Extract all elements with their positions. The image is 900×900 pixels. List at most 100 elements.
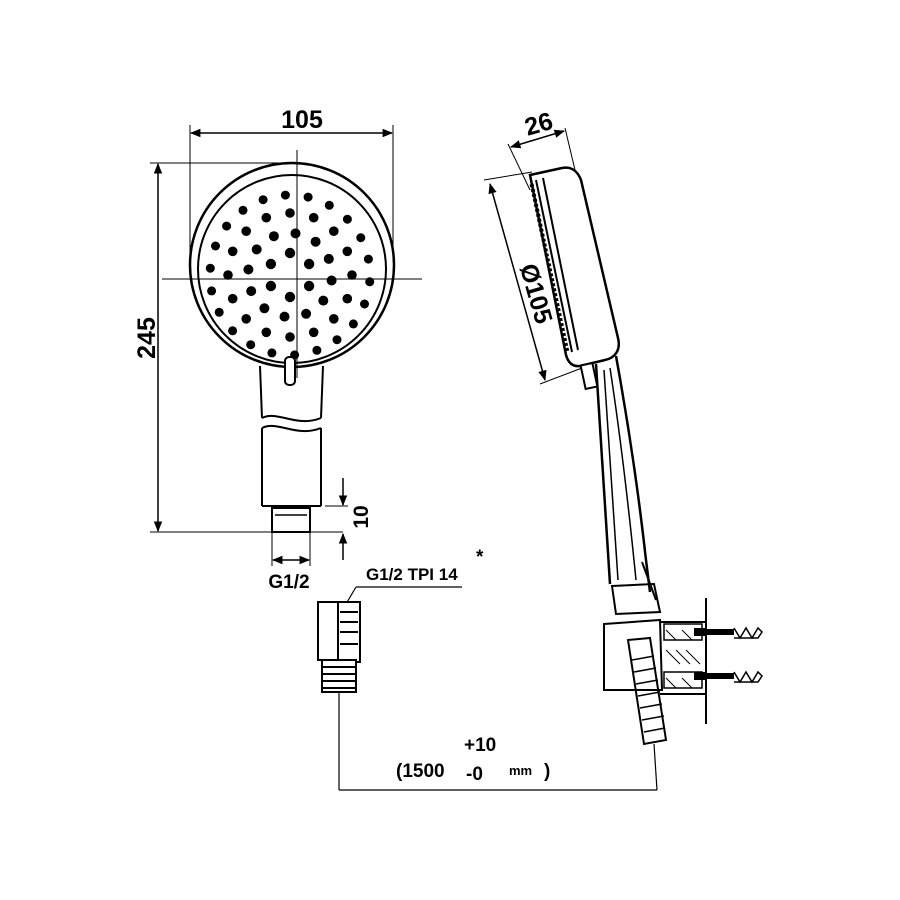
nozzle-dot — [285, 332, 295, 342]
face-texture-mark — [533, 203, 539, 208]
nozzle-dot — [246, 340, 256, 350]
nozzle-dot — [285, 208, 295, 218]
hose-length-unit: mm — [509, 763, 532, 778]
nozzle-dot — [265, 258, 277, 270]
face-texture-mark — [531, 193, 537, 198]
nozzle-dot — [365, 277, 375, 287]
hose-length-close: ) — [544, 761, 550, 782]
nozzle-dot — [267, 348, 277, 358]
nozzle-dot — [332, 335, 342, 345]
head-width-dimension: 105 — [189, 106, 394, 138]
nozzle-dot — [308, 327, 319, 338]
nozzle-dot — [290, 228, 301, 239]
nozzle-dot — [301, 308, 312, 319]
handle-upper — [259, 365, 324, 423]
hose-connector: G1/2 TPI 14 * — [317, 547, 484, 693]
nozzle-dot — [303, 258, 315, 270]
nozzle-dot — [303, 280, 315, 292]
head-depth-dimension: 26 — [507, 107, 576, 191]
nozzle-dot — [308, 212, 319, 223]
face-texture-mark — [537, 218, 542, 223]
nozzle-dot — [259, 303, 270, 314]
handle-lower — [261, 424, 322, 507]
face-texture-mark — [540, 233, 545, 238]
nozzle-dot — [227, 293, 238, 304]
hose-tolerance-minus: -0 — [466, 764, 483, 785]
nozzle-dot — [246, 286, 257, 297]
face-texture-mark — [559, 322, 564, 327]
face-texture-mark — [543, 248, 548, 252]
face-texture-mark — [529, 183, 535, 188]
face-texture-mark — [563, 342, 569, 347]
front-view: 105 245 — [133, 106, 422, 593]
thread-length-label: 10 — [350, 505, 373, 528]
nozzle-dot — [227, 246, 238, 257]
face-texture-mark — [545, 258, 551, 262]
face-texture-mark — [547, 268, 553, 272]
nozzle-dot — [347, 270, 357, 280]
face-texture-mark — [546, 263, 552, 267]
face-texture-mark — [534, 208, 540, 213]
face-texture-mark — [541, 238, 546, 243]
nozzle-dot — [284, 291, 296, 303]
face-texture-mark — [530, 188, 536, 193]
hose-thread-label: G1/2 TPI 14 — [366, 565, 458, 584]
face-texture-mark — [542, 243, 547, 247]
face-texture-mark — [560, 327, 565, 332]
nozzle-dot — [214, 307, 224, 317]
nozzle-dot — [312, 345, 322, 355]
mode-switch-tab — [284, 356, 296, 386]
face-texture-mark — [561, 332, 566, 337]
total-height-dimension: 245 — [133, 162, 163, 533]
nozzle-dot — [329, 314, 339, 324]
hose-tolerance-plus: +10 — [464, 735, 496, 756]
nozzle-dot — [268, 231, 279, 242]
nozzle-dot — [205, 263, 215, 273]
nozzle-dot — [265, 280, 277, 292]
head-width-label: 105 — [281, 106, 323, 134]
nozzle-dot — [238, 205, 248, 215]
nozzle-dot — [241, 314, 251, 324]
side-spray-face — [529, 183, 570, 352]
connector-thread-label: G1/2 — [268, 572, 309, 593]
nozzle-dot — [228, 326, 238, 336]
face-texture-mark — [558, 317, 563, 322]
nozzle-dot — [284, 247, 296, 259]
face-texture-mark — [538, 223, 543, 228]
nozzle-dot — [348, 319, 358, 329]
nozzle-dot — [324, 200, 334, 210]
connector-nut — [271, 507, 311, 533]
nozzle-dot — [207, 286, 217, 296]
nozzle-dot — [342, 293, 353, 304]
face-texture-mark — [549, 278, 555, 282]
nozzle-dot — [342, 214, 352, 224]
nozzle-dot — [363, 254, 373, 264]
face-texture-mark — [555, 302, 560, 307]
side-view: 26 Ø105 — [483, 107, 763, 746]
face-texture-mark — [551, 288, 557, 292]
nozzle-dot — [223, 270, 233, 280]
face-texture-mark — [532, 198, 538, 203]
face-texture-mark — [564, 347, 570, 352]
spray-nozzles — [205, 190, 375, 360]
nozzle-dot — [360, 299, 369, 309]
wall-screw-upper — [694, 626, 763, 640]
nozzle-dot — [326, 275, 337, 286]
nozzle-dot — [243, 264, 254, 275]
face-texture-mark — [544, 253, 549, 257]
nozzle-dot — [258, 195, 268, 205]
nozzle-dot — [261, 212, 272, 223]
nozzle-dot — [310, 236, 321, 247]
face-texture-mark — [539, 228, 544, 233]
head-diameter-dimension: Ø105 — [483, 171, 583, 385]
face-texture-mark — [550, 283, 556, 287]
hose-length-value: (1500 — [396, 761, 445, 782]
nozzle-dot — [356, 233, 366, 243]
nozzle-dot — [279, 311, 290, 322]
total-height-label: 245 — [133, 317, 161, 359]
face-texture-mark — [557, 312, 562, 317]
face-texture-mark — [554, 297, 559, 302]
wall-screw-lower — [694, 670, 763, 684]
side-hose-fitting — [626, 636, 668, 746]
